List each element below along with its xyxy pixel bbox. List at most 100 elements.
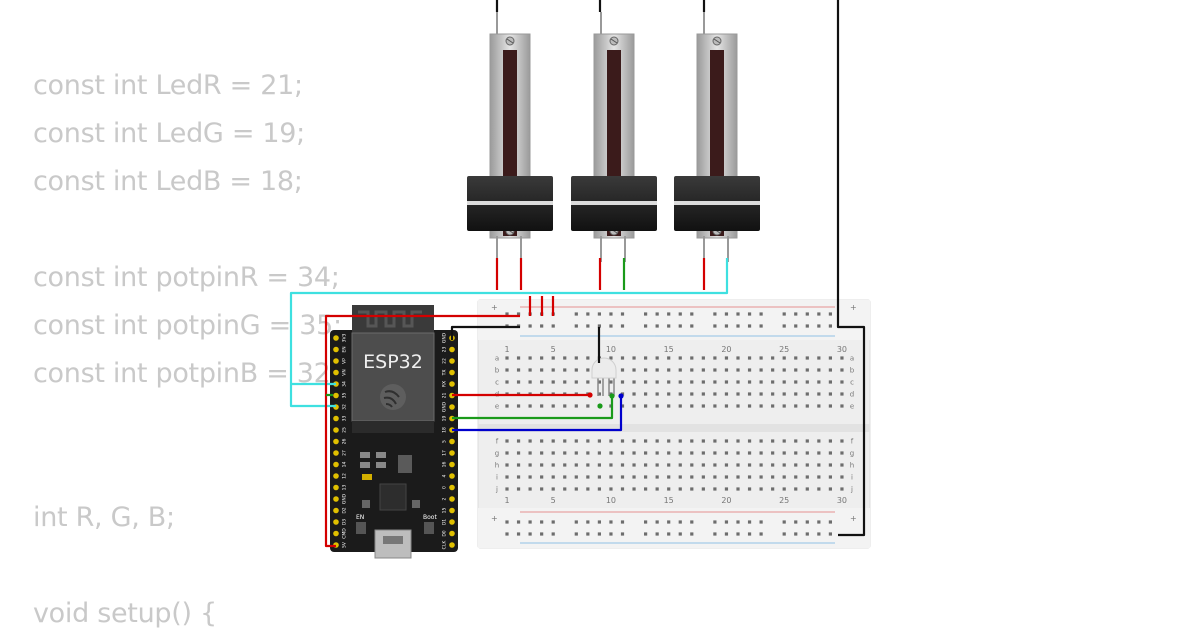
pin-label: 15	[442, 508, 448, 514]
header-pin[interactable]	[333, 507, 339, 514]
breadboard-column-number: 10	[606, 345, 616, 354]
header-pin[interactable]	[333, 484, 339, 491]
header-pin[interactable]	[449, 404, 455, 410]
code-line-4: const int potpinR = 34;	[33, 262, 340, 293]
breadboard-plus-right-top: +	[850, 303, 857, 312]
pin-label: 3V3	[342, 333, 348, 342]
pin-label: 4	[442, 474, 448, 477]
header-pin[interactable]	[333, 415, 339, 422]
code-line-6: const int potpinB = 32;	[33, 358, 340, 389]
slide-potentiometer[interactable]	[674, 12, 760, 262]
header-pin[interactable]	[333, 530, 339, 537]
esp32-pins: 3V3ENVPVN34353233252627141213GNDD2D3CMD5…	[333, 332, 455, 549]
pin-label: 12	[342, 473, 348, 479]
header-pin[interactable]	[333, 358, 339, 364]
breadboard-column-number: 15	[664, 496, 674, 505]
code-line-8: void setup() {	[33, 598, 217, 629]
pin-label: CMD	[342, 528, 348, 539]
breadboard-row-label: e	[850, 403, 854, 411]
breadboard-column-number: 25	[779, 496, 789, 505]
header-pin[interactable]	[333, 496, 339, 502]
breadboard-row-label: c	[495, 379, 499, 387]
pin-label: 19	[442, 416, 448, 422]
header-pin[interactable]	[449, 507, 455, 514]
slide-potentiometers	[467, 12, 760, 262]
breadboard-row-label: e	[495, 403, 499, 411]
wire-blue-led	[452, 396, 623, 432]
header-pin[interactable]	[449, 381, 455, 387]
breadboard-column-number: 10	[606, 496, 616, 505]
header-pin[interactable]	[333, 461, 339, 468]
header-pin[interactable]	[449, 530, 455, 537]
breadboard-column-number: 20	[721, 345, 731, 354]
header-pin[interactable]	[449, 450, 455, 456]
breadboard-column-number: 30	[837, 345, 847, 354]
header-pin[interactable]	[333, 392, 339, 399]
header-pin[interactable]	[449, 542, 455, 548]
header-pin[interactable]	[333, 427, 339, 433]
header-pin[interactable]	[333, 438, 339, 445]
header-pin[interactable]	[449, 461, 455, 468]
breadboard-column-number: 1	[504, 496, 509, 505]
breadboard-holes	[505, 312, 844, 536]
header-pin[interactable]	[449, 519, 455, 525]
code-line-2: const int LedG = 19;	[33, 118, 305, 149]
header-pin[interactable]	[449, 369, 455, 376]
esp32-board[interactable]: ESP32 EN Boot 3V3ENVPVN34353233252627141…	[330, 305, 458, 559]
breadboard-column-number: 5	[551, 496, 556, 505]
header-pin[interactable]	[449, 438, 455, 445]
pin-label: D3	[342, 519, 348, 525]
pin-label: GND	[442, 401, 448, 412]
breadboard-row-label: d	[850, 391, 854, 399]
pin-label: 2	[442, 497, 448, 500]
wire-red-power	[324, 314, 520, 548]
breadboard-row-label: g	[495, 450, 499, 458]
pin-label: 33	[342, 416, 348, 422]
boot-button[interactable]	[424, 522, 434, 534]
pin-label: GND	[442, 332, 448, 343]
breadboard-row-label: b	[495, 367, 500, 375]
pin-label: RX	[442, 381, 448, 387]
header-pin[interactable]	[449, 346, 455, 353]
pin-label: GND	[342, 493, 348, 504]
breadboard-column-number: 25	[779, 345, 789, 354]
header-pin[interactable]	[333, 369, 339, 376]
header-pin[interactable]	[449, 358, 455, 364]
pin-label: TX	[442, 370, 448, 377]
en-button[interactable]	[356, 522, 366, 534]
pin-label: 17	[442, 450, 448, 456]
code-line-1: const int LedR = 21;	[33, 70, 303, 101]
breadboard-plus-right-bottom: +	[850, 514, 857, 523]
header-pin[interactable]	[449, 484, 455, 491]
header-pin[interactable]	[333, 335, 339, 341]
wires	[289, 0, 866, 548]
breadboard-column-number: 1	[504, 345, 509, 354]
pin-label: 35	[342, 393, 348, 399]
header-pin[interactable]	[449, 473, 455, 479]
slide-potentiometer[interactable]	[467, 12, 553, 262]
pin-label: 27	[342, 450, 348, 456]
pin-label: 16	[442, 462, 448, 468]
breadboard-row-label: j	[495, 486, 498, 494]
wire-cyan-wiper	[289, 258, 729, 408]
pin-label: EN	[342, 346, 348, 352]
pin-label: CLK	[442, 540, 448, 550]
pin-label: VN	[342, 369, 348, 375]
header-pin[interactable]	[333, 450, 339, 456]
header-pin[interactable]	[333, 346, 339, 353]
breadboard-plus-left-top: +	[491, 303, 498, 312]
slide-potentiometer[interactable]	[571, 12, 657, 262]
breadboard-column-number: 15	[664, 345, 674, 354]
boot-button-label: Boot	[423, 514, 437, 521]
breadboard-column-number: 5	[551, 345, 556, 354]
header-pin[interactable]	[333, 519, 339, 525]
breadboard-row-label: a	[850, 355, 854, 363]
header-pin[interactable]	[333, 473, 339, 479]
pin-label: D1	[442, 519, 448, 525]
code-line-3: const int LedB = 18;	[33, 166, 303, 197]
header-pin[interactable]	[449, 496, 455, 502]
pin-label: 34	[342, 381, 348, 387]
